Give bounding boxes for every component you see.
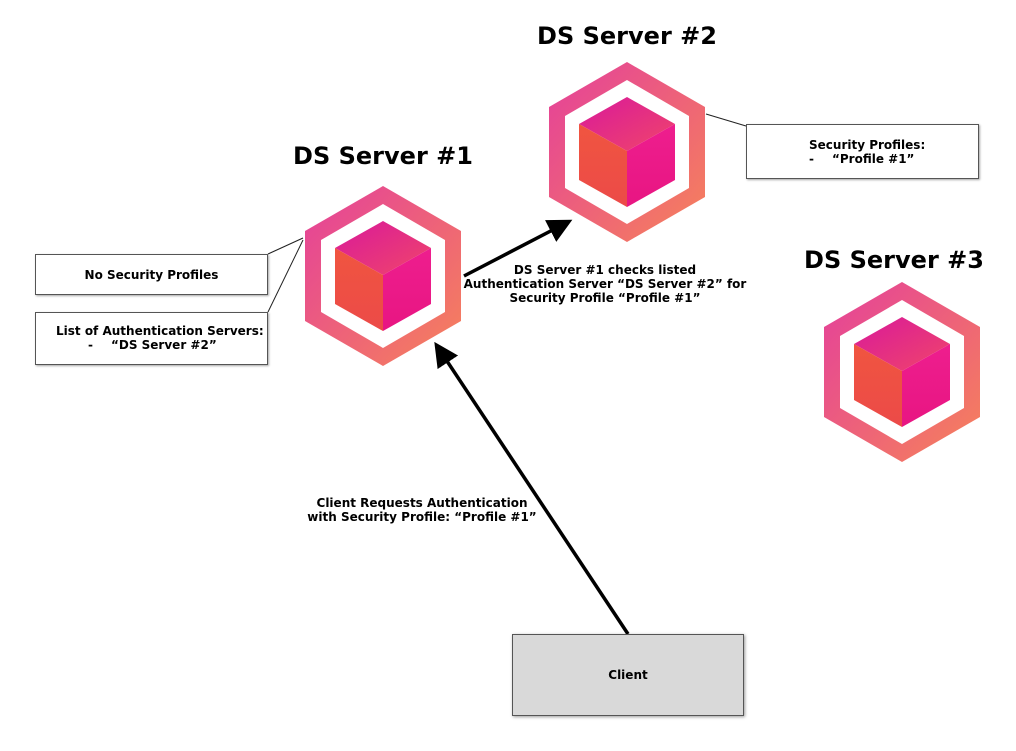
- server1-icon[interactable]: [305, 186, 461, 366]
- request-caption-line2: with Security Profile: “Profile #1”: [307, 510, 537, 524]
- client-box[interactable]: Client: [512, 634, 744, 716]
- auth-list-item: “DS Server #2”: [110, 338, 217, 352]
- callout-line-no-profiles: [267, 237, 304, 255]
- auth-list-heading: List of Authentication Servers:: [56, 324, 264, 338]
- arrow-server1-to-server2: [463, 219, 573, 278]
- server2-title: DS Server #2: [537, 22, 717, 50]
- callout-line-profiles: [705, 113, 747, 127]
- server1-auth-list-box: List of Authentication Servers: - “DS Se…: [35, 312, 268, 365]
- server3-icon[interactable]: [824, 282, 980, 462]
- arrow-client-to-server1: [434, 341, 630, 635]
- server3-title: DS Server #3: [804, 246, 984, 274]
- check-caption-line3: Security Profile “Profile #1”: [509, 291, 701, 305]
- client-label: Client: [608, 668, 648, 682]
- auth-list-bullet: -: [88, 338, 93, 352]
- callout-line-auth-list: [267, 239, 304, 313]
- check-caption-line1: DS Server #1 checks listed: [513, 263, 697, 277]
- server1-title: DS Server #1: [293, 142, 473, 170]
- check-caption: DS Server #1 checks listed Authenticatio…: [464, 263, 747, 305]
- server2-icon[interactable]: [549, 62, 705, 242]
- request-caption: Client Requests Authentication with Secu…: [307, 496, 536, 524]
- request-caption-line1: Client Requests Authentication: [316, 496, 528, 510]
- profiles-heading: Security Profiles:: [809, 138, 926, 152]
- profiles-bullet: -: [809, 152, 814, 166]
- server1-no-profiles-box: No Security Profiles: [35, 254, 268, 295]
- server1-no-profiles-text: No Security Profiles: [84, 267, 219, 282]
- profiles-item: “Profile #1”: [831, 152, 915, 166]
- check-caption-line2: Authentication Server “DS Server #2” for: [463, 277, 747, 291]
- server2-profiles-box: Security Profiles: - “Profile #1”: [746, 124, 979, 179]
